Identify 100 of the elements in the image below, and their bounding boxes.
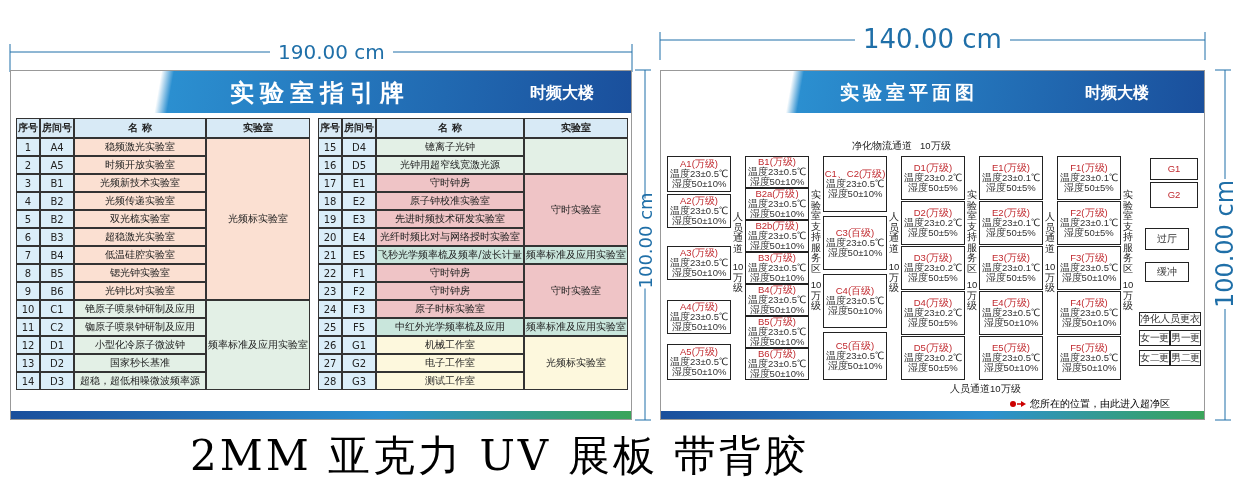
room-name: B4(万级) — [758, 285, 797, 295]
table-cell: A4 — [40, 138, 74, 156]
room-conditions: 温度23±0.2℃ 湿度50±5% — [903, 353, 963, 373]
table-cell: 先进时频技术研发实验室 — [376, 210, 524, 228]
table-cell: 12 — [16, 336, 40, 354]
room-box — [823, 216, 887, 270]
room-box — [745, 252, 809, 284]
table-cell: B5 — [40, 264, 74, 282]
room-box — [901, 246, 965, 290]
room-name: 女二更 — [1140, 353, 1169, 363]
table-cell: 光频标实验室 — [206, 138, 310, 300]
table-cell: 3 — [16, 174, 40, 192]
table-cell: 28 — [318, 372, 342, 390]
table-cell: 18 — [318, 192, 342, 210]
legend-label: 您所在的位置，由此进入超净区 — [1030, 398, 1170, 411]
room-box — [1057, 246, 1121, 290]
room-conditions: 温度23±0.2℃ 湿度50±5% — [903, 308, 963, 328]
area-label: 10万级 — [920, 140, 951, 153]
corridor-label: 实验室支持服务区 — [810, 190, 822, 274]
table-cell: 10 — [16, 300, 40, 318]
room-name: F5(万级) — [1070, 343, 1109, 353]
room-name: A4(万级) — [680, 302, 719, 312]
table-cell: 19 — [318, 210, 342, 228]
table-cell: B2 — [40, 192, 74, 210]
table-cell: 测试工作室 — [376, 372, 524, 390]
room-box — [1145, 228, 1189, 250]
table-cell: F1 — [342, 264, 376, 282]
room-conditions: 温度23±0.5℃ 湿度50±10% — [825, 179, 884, 199]
room-conditions: 温度23±0.5℃ 湿度50±10% — [1059, 353, 1119, 373]
table-cell: E3 — [342, 210, 376, 228]
table-cell: 6 — [16, 228, 40, 246]
table-cell: 2 — [16, 156, 40, 174]
table-cell: 光钟比对实验室 — [74, 282, 206, 300]
room-name: A1(万级) — [680, 159, 719, 169]
room-conditions: 温度23±0.2℃ 湿度50±5% — [903, 218, 963, 238]
table-cell: 5 — [16, 210, 40, 228]
table-cell: 光纤时频比对与网络授时实验室 — [376, 228, 524, 246]
header-cell: 房间号 — [40, 118, 74, 138]
room-box — [667, 156, 731, 192]
room-name: C1、C2(万级) — [824, 169, 886, 179]
corridor-label: 实验室支持服务区 — [966, 190, 978, 274]
room-name: E4(万级) — [992, 298, 1031, 308]
table-cell: 超稳，超低相噪微波频率源 — [74, 372, 206, 390]
table-cell: E4 — [342, 228, 376, 246]
header-cell: 序号 — [16, 118, 40, 138]
room-box — [979, 336, 1043, 380]
area-label: 人员通道10万级 — [950, 383, 1021, 396]
room-box — [745, 156, 809, 188]
area-label: 净化物流通道 — [852, 140, 912, 153]
room-conditions: 温度23±0.5℃ 湿度50±10% — [825, 296, 885, 316]
room-box — [823, 156, 887, 212]
room-box — [823, 332, 887, 380]
table-cell: C2 — [40, 318, 74, 336]
table-cell: 13 — [16, 354, 40, 372]
corridor-label: 人员通道 — [1044, 212, 1056, 254]
room-conditions: 温度23±0.5℃ 湿度50±10% — [981, 308, 1041, 328]
table-cell: 小型化冷原子微波钟 — [74, 336, 206, 354]
room-name: B3(万级) — [758, 253, 797, 263]
room-conditions: 温度23±0.5℃ 湿度50±10% — [981, 353, 1041, 373]
table-cell: 原子钟校准实验室 — [376, 192, 524, 210]
table-cell: G1 — [342, 336, 376, 354]
corridor-label: 实验室支持服务区 — [1122, 190, 1134, 274]
room-name: E5(万级) — [992, 343, 1031, 353]
room-conditions: 温度23±0.5℃ 湿度50±10% — [825, 238, 885, 258]
table-cell: 国家秒长基准 — [74, 354, 206, 372]
banner-subtitle: 时频大楼 — [530, 83, 594, 104]
room-name: E3(万级) — [992, 253, 1031, 263]
room-name: C5(百级) — [834, 341, 876, 351]
table-cell: 光频标实验室 — [524, 336, 628, 390]
room-name: 缓冲 — [1156, 267, 1178, 277]
table-cell: G3 — [342, 372, 376, 390]
room-box — [745, 188, 809, 220]
corridor-label: 人员通道 — [732, 212, 744, 254]
table-cell: E1 — [342, 174, 376, 192]
table-cell: 4 — [16, 192, 40, 210]
room-conditions: 温度23±0.5℃ 湿度50±10% — [747, 359, 807, 379]
room-conditions: 温度23±0.1℃ 湿度50±5% — [1059, 173, 1119, 193]
table-cell: 铷原子喷泉钟研制及应用 — [74, 318, 206, 336]
corridor-label: 10万级 — [810, 280, 822, 312]
room-box — [1057, 291, 1121, 335]
table-cell: 光钟用超窄线宽激光源 — [376, 156, 524, 174]
table-cell: 时频开放实验室 — [74, 156, 206, 174]
room-conditions: 温度23±0.1℃ 湿度50±5% — [1059, 218, 1119, 238]
room-box — [745, 348, 809, 380]
room-conditions: 温度23±0.5℃ 湿度50±10% — [747, 167, 807, 187]
room-box — [901, 156, 965, 200]
table-cell: C1 — [40, 300, 74, 318]
room-box — [745, 284, 809, 316]
room-name: F2(万级) — [1070, 208, 1109, 218]
room-conditions: 温度23±0.2℃ 湿度50±5% — [903, 173, 963, 193]
room-conditions: 温度23±0.5℃ 湿度50±10% — [747, 231, 807, 251]
corridor-label: 人员通道 — [888, 212, 900, 254]
room-box — [667, 300, 731, 334]
header-cell: 房间号 — [342, 118, 376, 138]
room-box — [667, 344, 731, 380]
room-name: E2(万级) — [992, 208, 1031, 218]
room-box — [901, 336, 965, 380]
room-conditions: 温度23±0.5℃ 湿度50±10% — [669, 357, 729, 377]
table-cell: 22 — [318, 264, 342, 282]
room-name: D4(万级) — [912, 298, 954, 308]
